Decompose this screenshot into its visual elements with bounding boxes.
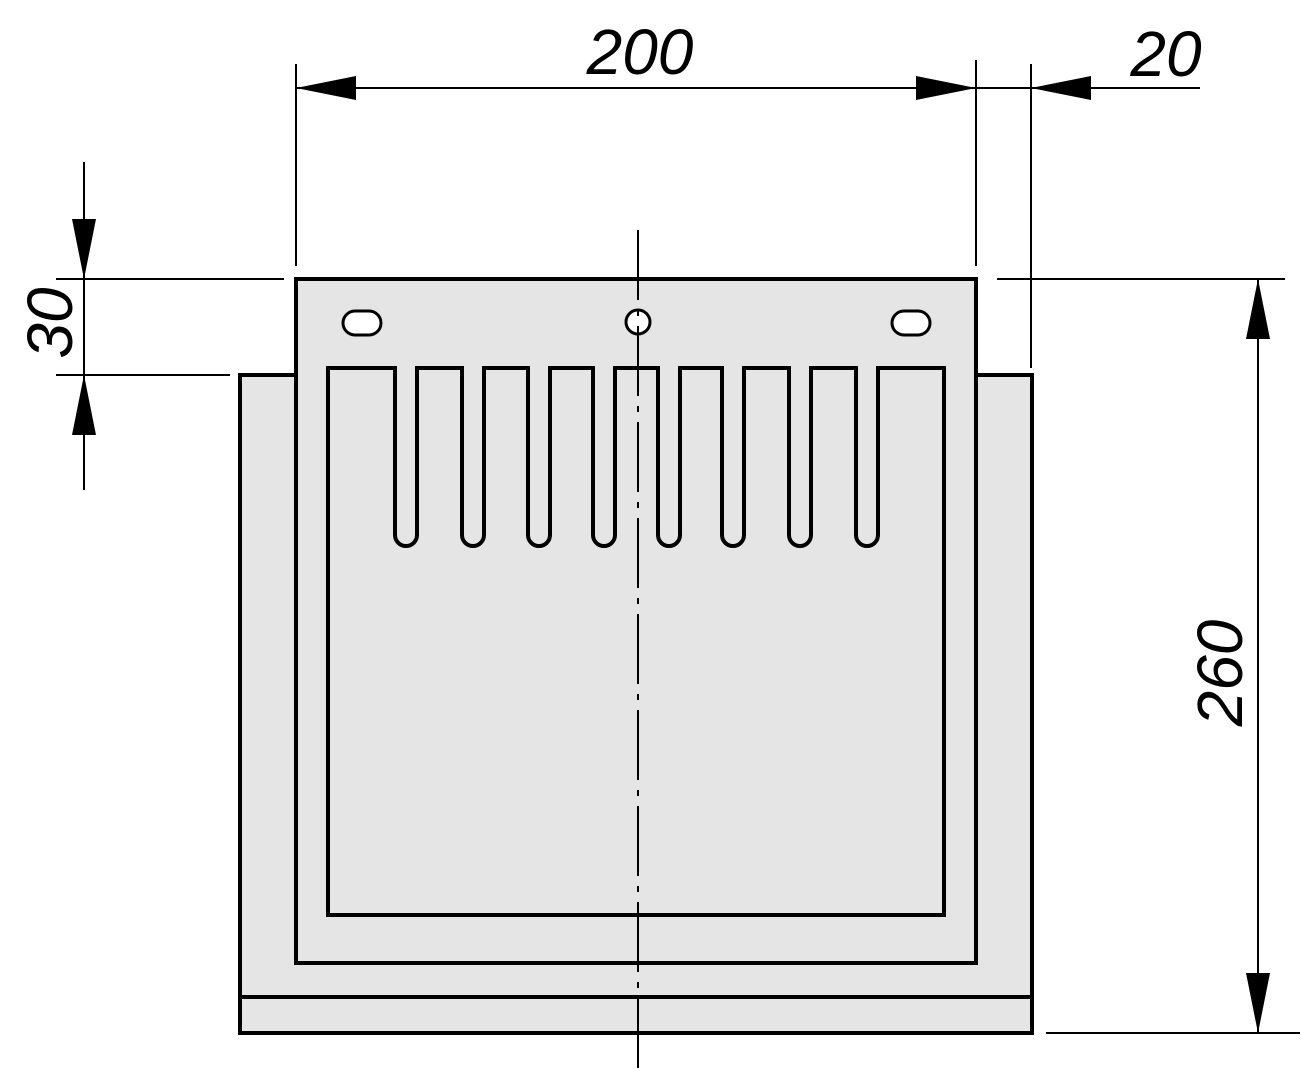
dimension-label-30: 30 — [14, 287, 86, 359]
dimension-width-main: 200 — [296, 16, 976, 100]
dimension-width-offset: 20 — [976, 18, 1202, 100]
dimension-label-200: 200 — [586, 16, 694, 88]
slot-hole-right — [890, 309, 932, 337]
dimension-label-260: 260 — [1184, 619, 1256, 727]
dimension-height-total: 260 — [1184, 279, 1270, 1033]
dimension-label-20: 20 — [1129, 18, 1202, 90]
comb-flap — [326, 366, 946, 917]
slot-hole-left — [341, 309, 383, 337]
dimension-height-top: 30 — [14, 162, 96, 490]
